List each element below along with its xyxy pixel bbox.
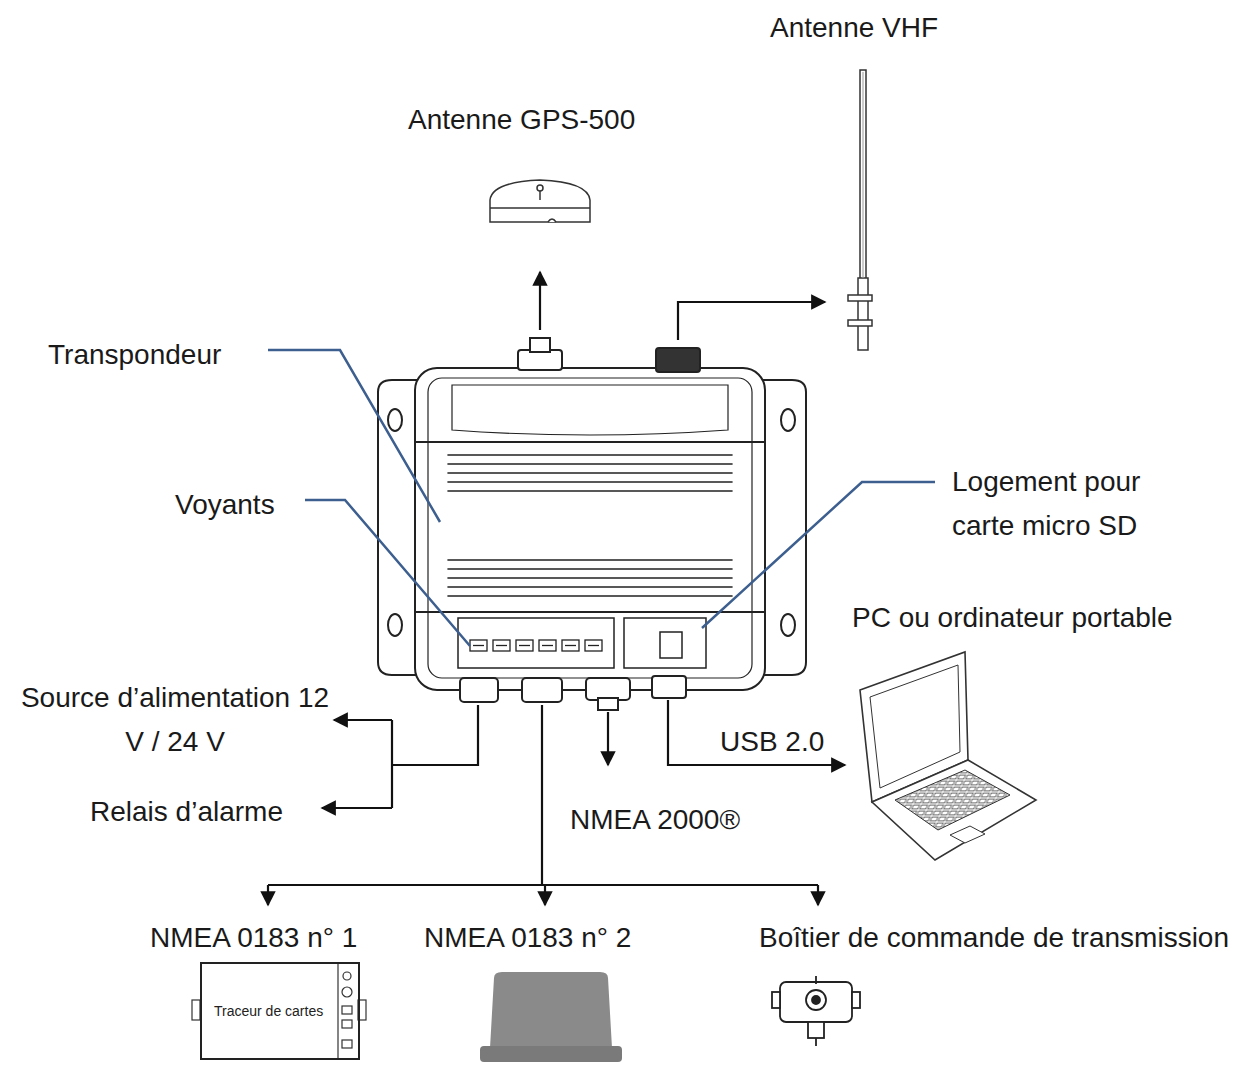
transmission-control-box [772, 976, 860, 1046]
node-text: Traceur de cartes [214, 1003, 323, 1019]
vhf-antenna [848, 70, 872, 350]
laptop [860, 652, 1036, 860]
port-label: NMEA 2000® [570, 798, 740, 842]
cable-arrows [268, 272, 845, 905]
antenna-label: Antenne GPS-500 [408, 98, 635, 142]
port-label: NMEA 0183 n° 2 [424, 916, 631, 960]
chartplotter-box: Traceur de cartes [200, 962, 360, 1060]
device-label: PC ou ordinateur portable [852, 596, 1173, 640]
antenna-label: Antenne VHF [770, 6, 938, 50]
vent-fins [448, 455, 732, 596]
status-leds [470, 640, 602, 651]
port-label: NMEA 0183 n° 1 [150, 916, 357, 960]
leader-lines [268, 350, 935, 646]
alarm-label: Relais d’alarme [90, 790, 283, 834]
transponder-housing [378, 338, 806, 710]
sensor-device [480, 972, 622, 1062]
device-label: Boîtier de commande de transmission [759, 916, 1229, 960]
part-label: Voyants [175, 483, 275, 527]
part-label: Logement pour carte micro SD [952, 460, 1202, 548]
power-label: Source d’alimentation 12 V / 24 V [20, 676, 330, 764]
chartplotter-controls [192, 964, 366, 1058]
gps-antenna [490, 180, 590, 222]
port-label: USB 2.0 [720, 720, 824, 764]
part-label: Transpondeur [48, 333, 221, 377]
